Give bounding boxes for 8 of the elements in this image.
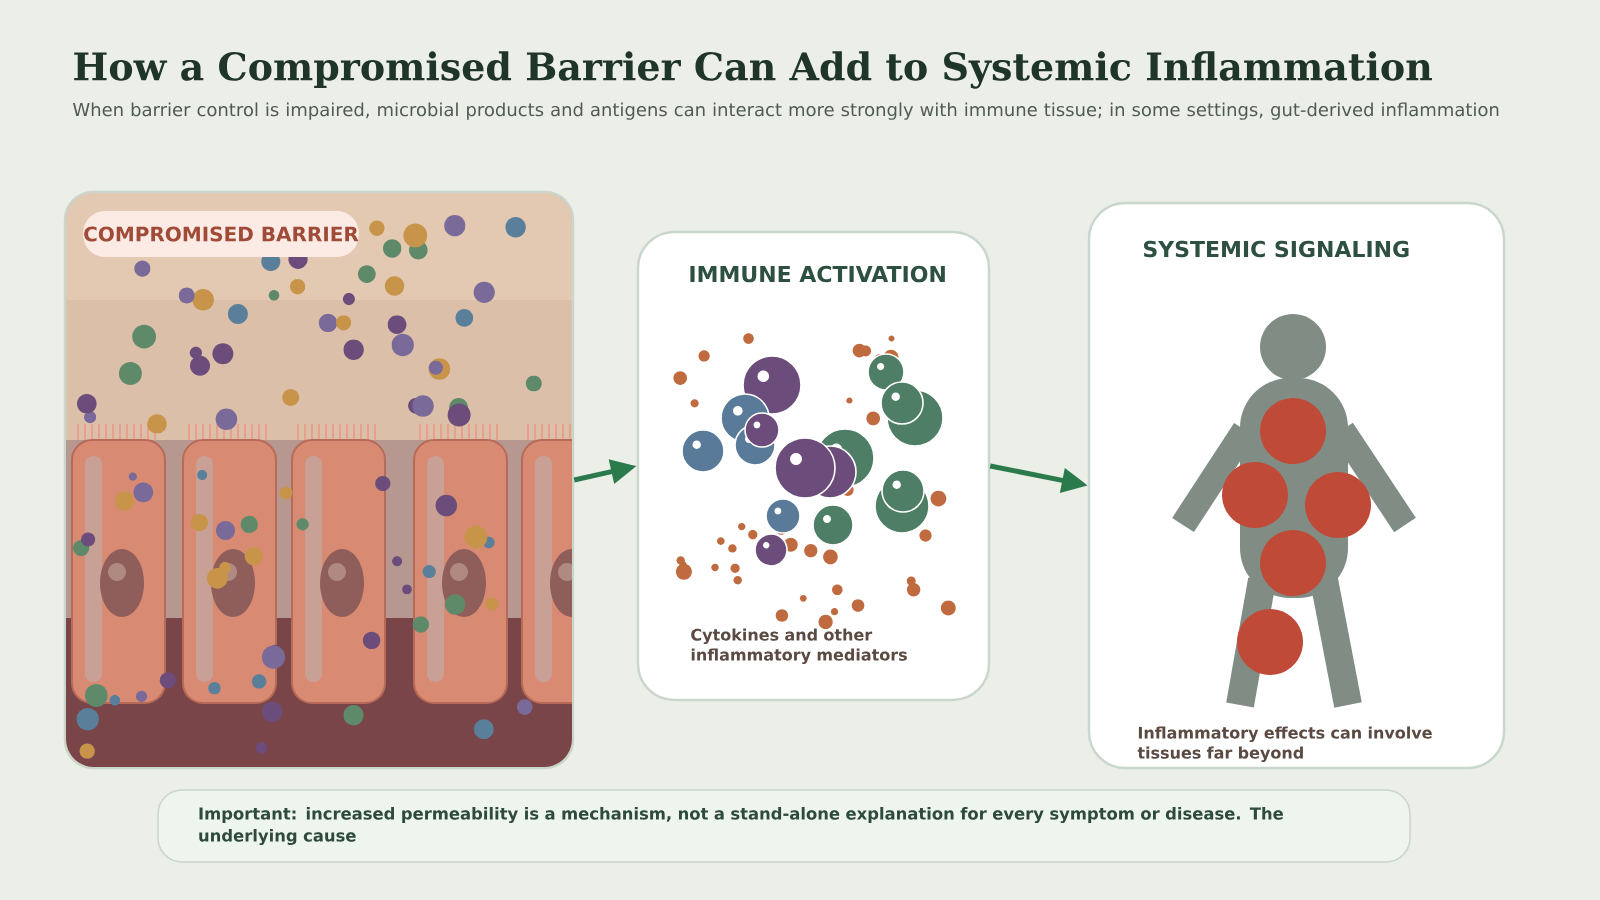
card-heading: SYSTEMIC SIGNALING bbox=[1144, 240, 1409, 258]
title: How a Compromised Barrier Can Add to Systemic Inflammation bbox=[74, 51, 1432, 89]
card-heading: IMMUNE ACTIVATION bbox=[690, 265, 945, 283]
card-text: Inflammatory effects can involve tissues far beyond bbox=[1137, 726, 1432, 762]
heading-pill: COMPROMISED BARRIER bbox=[83, 211, 359, 257]
note-box: Important: increased permeability is a mechanism, not a stand-alone explanation for every symptom or disease. The underlying cause bbox=[157, 789, 1411, 863]
subtitle: When barrier control is impaired, microbial products and antigens can interact more strongly with immune tissue; in some settings, gut-derived inflammation bbox=[73, 102, 1499, 120]
card-text: Cytokines and other inflammatory mediators bbox=[691, 628, 907, 664]
